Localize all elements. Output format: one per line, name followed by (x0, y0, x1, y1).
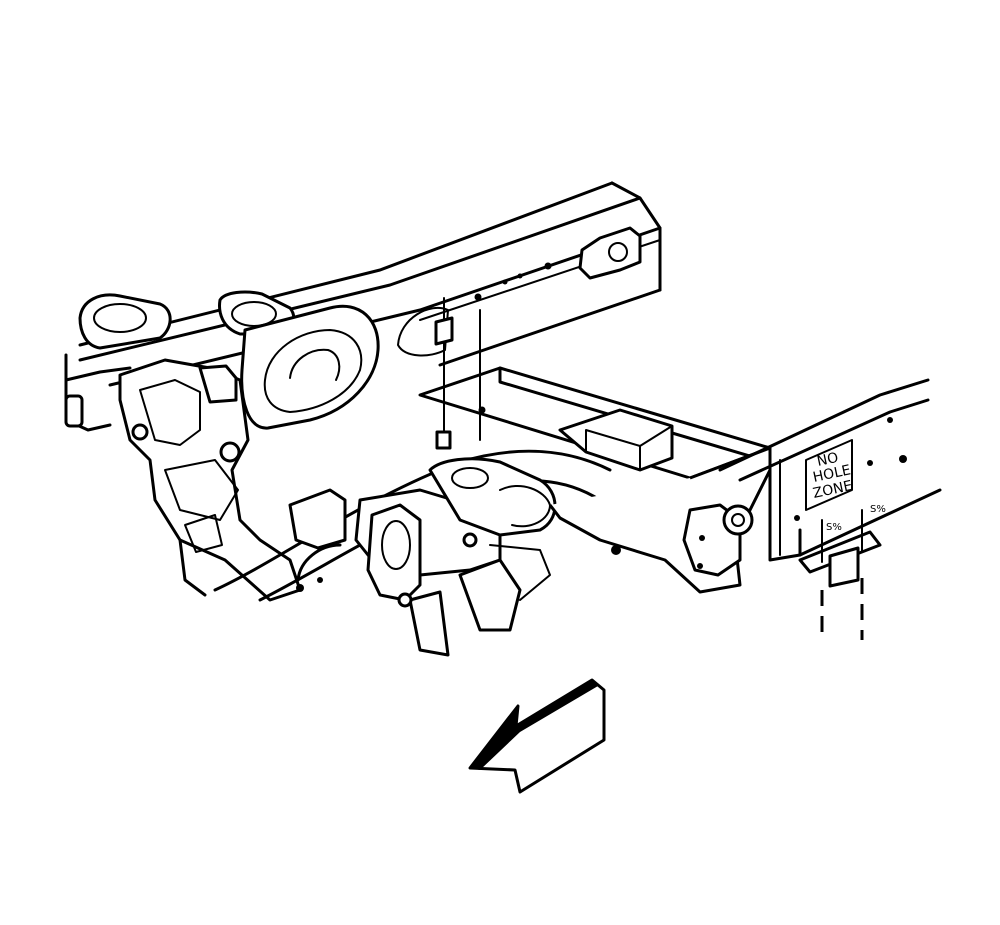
bolt-head-icon (435, 430, 452, 450)
nut-icon (434, 316, 454, 346)
transmission-crossmember (418, 366, 772, 594)
small-label-right: S% (870, 504, 886, 515)
left-frame-rail (78, 181, 662, 387)
small-label-left: S% (826, 522, 842, 533)
front-direction-arrow-icon (468, 678, 606, 794)
right-frame-rail: NO HOLE ZONE S% S% (718, 378, 942, 562)
lower-control-arm-assembly (288, 457, 557, 657)
no-hole-zone-box (805, 439, 853, 511)
crossmember-bolts-left (434, 297, 481, 450)
frame-crossmember-opening (240, 304, 380, 430)
crossmember-bolts-right (798, 509, 882, 640)
zone-label-line1: NO (816, 450, 840, 470)
zone-label-line2: HOLE (812, 462, 853, 486)
left-suspension-bracket (118, 358, 302, 602)
rail-hole (544, 262, 552, 270)
